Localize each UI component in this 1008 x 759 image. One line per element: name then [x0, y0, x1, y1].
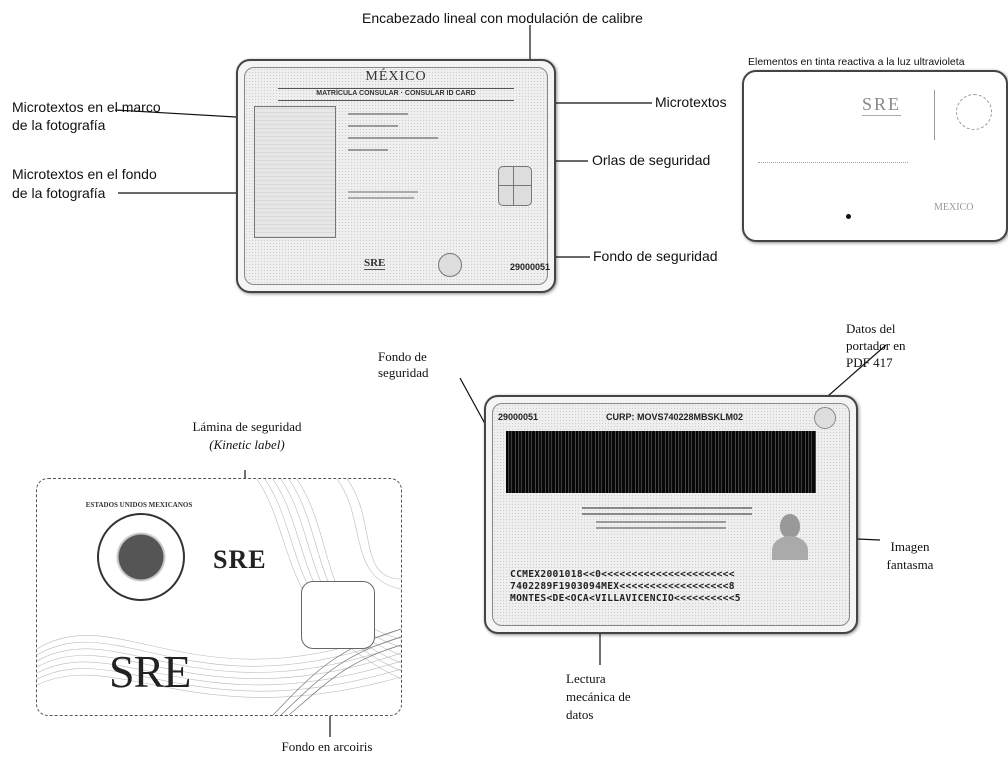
hologram-card: ESTADOS UNIDOS MEXICANOS SRE SRE — [36, 478, 402, 716]
label-lamina-2: (Kinetic label) — [209, 437, 285, 452]
mexican-seal — [97, 513, 185, 601]
label-lamina-1: Lámina de seguridad — [192, 419, 302, 434]
back-card-text-block — [582, 507, 782, 529]
back-card-seal — [814, 407, 836, 429]
ghost-image — [769, 510, 811, 560]
label-fondo-arcoiris: Fondo en arcoiris — [281, 739, 373, 754]
mrz-line-2: 7402289F1903094MEX<<<<<<<<<<<<<<<<<<8 — [510, 581, 735, 592]
back-card: 29000051 CURP: MOVS740228MBSKLM02 CCMEX2… — [484, 395, 858, 634]
label-imagen-fantasma-2: fantasma — [886, 557, 934, 572]
uv-card-sre: SRE — [862, 94, 902, 116]
label-marco-foto-1: Microtextos en el marco — [12, 99, 161, 115]
label-datos-portador-1: Datos del — [846, 321, 896, 336]
front-card-country: MÉXICO — [365, 69, 427, 84]
label-imagen-fantasma-1: Imagen — [890, 539, 930, 554]
label-fondo-foto-2: de la fotografía — [12, 185, 106, 201]
front-card: MÉXICO MATRÍCULA CONSULAR · CONSULAR ID … — [236, 59, 556, 293]
label-lectura-2: mecánica de — [566, 689, 631, 704]
label-marco-foto-2: de la fotografía — [12, 117, 106, 133]
uv-card-microtext — [758, 162, 908, 165]
label-datos-portador-2: portador en — [846, 338, 906, 353]
mexican-seal-text: ESTADOS UNIDOS MEXICANOS — [85, 501, 193, 509]
hologram-rainbow-background — [37, 479, 401, 715]
pdf417-barcode — [506, 431, 816, 493]
uv-card-mexico: MEXICO — [934, 202, 974, 213]
label-datos-portador-3: PDF 417 — [846, 355, 893, 370]
front-card-chip — [498, 166, 532, 206]
front-card-number: 29000051 — [510, 262, 551, 272]
label-lectura-3: datos — [566, 707, 594, 722]
uv-card-divider — [934, 90, 935, 140]
uv-card-seal — [956, 94, 992, 130]
front-card-photo-frame — [254, 106, 336, 238]
mrz-line-1: CCMEX2001018<<0<<<<<<<<<<<<<<<<<<<<<< — [510, 569, 735, 580]
label-fondo-foto-1: Microtextos en el fondo — [12, 166, 157, 182]
hologram-window — [301, 581, 375, 649]
uv-card-dot — [846, 214, 851, 219]
hologram-sre-large: SRE — [109, 646, 191, 697]
mrz-line-3: MONTES<DE<OCA<VILLAVICENCIO<<<<<<<<<<5 — [510, 593, 741, 604]
back-card-number: 29000051 — [498, 412, 539, 422]
label-microtextos: Microtextos — [655, 94, 727, 110]
front-card-seal — [438, 253, 462, 277]
label-tinta-uv: Elementos en tinta reactiva a la luz ult… — [748, 56, 965, 68]
front-card-title: MATRÍCULA CONSULAR · CONSULAR ID CARD — [316, 90, 476, 97]
label-fondo-back-1: Fondo de — [378, 349, 427, 364]
uv-card: SRE MEXICO — [742, 70, 1008, 242]
back-card-curp: CURP: MOVS740228MBSKLM02 — [606, 412, 744, 422]
front-card-header-rule — [278, 88, 514, 89]
label-encabezado: Encabezado lineal con modulación de cali… — [362, 10, 643, 26]
label-lectura-1: Lectura — [566, 671, 606, 686]
front-card-data-lines — [348, 109, 468, 199]
label-fondo-seguridad: Fondo de seguridad — [593, 248, 718, 264]
label-fondo-back-2: seguridad — [378, 365, 429, 380]
kinetic-label-sre: SRE — [213, 545, 267, 574]
label-orlas: Orlas de seguridad — [592, 152, 711, 168]
front-card-title-rule — [278, 100, 514, 101]
front-card-sre: SRE — [364, 257, 386, 270]
